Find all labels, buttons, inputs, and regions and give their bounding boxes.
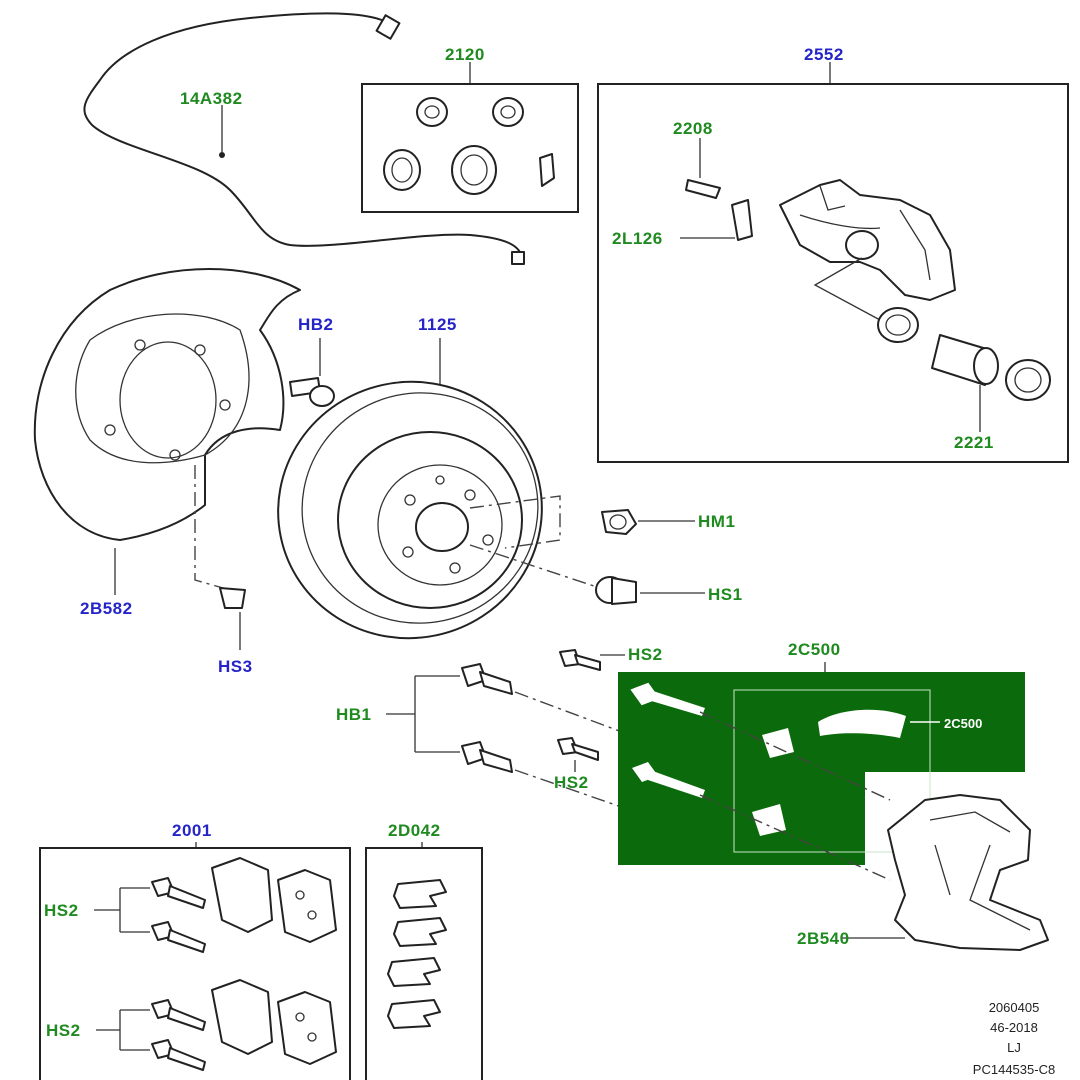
label-2001: 2001 [172, 821, 212, 840]
centerline-hm1 [469, 495, 561, 549]
hb1-bolt-upper[interactable] [461, 663, 513, 695]
label-hb2: HB2 [298, 315, 334, 334]
guide-pin-upper[interactable] [630, 682, 705, 716]
hs2-bolt-top[interactable] [559, 649, 601, 671]
pin-boot-lower[interactable] [752, 804, 786, 836]
leader-hs2-pad-b [96, 1009, 150, 1051]
hb1-bolt-lower[interactable] [461, 741, 513, 773]
shield-bolt[interactable] [289, 377, 335, 407]
label-hs2-top: HS2 [628, 645, 663, 664]
label-hs2-mid: HS2 [554, 773, 589, 792]
centerline-carrier-upper [699, 711, 891, 801]
label-2l126: 2L126 [612, 229, 663, 248]
footer-ref-4: PC144535-C8 [973, 1062, 1055, 1077]
hs2-bolt-mid[interactable] [557, 737, 599, 761]
sensor-wire[interactable] [83, 12, 525, 265]
label-2208: 2208 [673, 119, 713, 138]
centerline-hs1 [469, 544, 601, 589]
guide-pin-lower[interactable] [632, 762, 705, 798]
clip-kit-box [365, 847, 483, 1080]
centerline-hb1-upper [514, 691, 631, 736]
label-hs3: HS3 [218, 657, 253, 676]
hs3-fastener[interactable] [219, 587, 246, 609]
caliper-assembly-box [597, 83, 1069, 463]
pad-clips[interactable] [387, 879, 447, 1029]
splash-shield[interactable] [33, 268, 301, 541]
anti-rattle-spring[interactable] [818, 709, 906, 738]
hm1-nut[interactable] [601, 509, 637, 535]
pad-bolts-upper[interactable] [151, 877, 206, 953]
caliper-carrier[interactable] [887, 794, 1049, 951]
leader-hb1 [386, 675, 460, 753]
label-hm1: HM1 [698, 512, 735, 531]
carrier-kit-highlight[interactable] [618, 672, 1025, 865]
label-14a382: 14A382 [180, 89, 243, 108]
caliper-housing[interactable] [779, 179, 956, 301]
pin-boot-upper[interactable] [762, 728, 794, 758]
label-hs2-pad-a: HS2 [44, 901, 79, 920]
label-2c500: 2C500 [788, 640, 841, 659]
footer-ref-1: 2060405 [989, 1000, 1040, 1015]
centerline-hs3 [194, 465, 231, 591]
footer-ref-2: 46-2018 [990, 1020, 1038, 1035]
centerline-hb1-lower [514, 769, 631, 811]
seal-kit-parts[interactable] [383, 97, 555, 195]
seal-kit-box [361, 83, 579, 213]
label-2120: 2120 [445, 45, 485, 64]
label-hs2-pad-b: HS2 [46, 1021, 81, 1040]
piston-boot[interactable] [1005, 359, 1051, 401]
carrier-kit-inner-box [733, 689, 931, 853]
hs1-screw[interactable] [595, 576, 637, 605]
label-2c500-inner: 2C500 [944, 716, 982, 731]
centerline-carrier-lower [699, 794, 891, 881]
label-2552: 2552 [804, 45, 844, 64]
label-2d042: 2D042 [388, 821, 441, 840]
leader-hs2-pad-a [94, 887, 150, 933]
piston-seal[interactable] [877, 307, 919, 343]
label-2b582: 2B582 [80, 599, 133, 618]
pad-bolts-lower[interactable] [151, 999, 206, 1071]
bleed-cap[interactable] [731, 199, 753, 241]
label-1125: 1125 [418, 315, 457, 334]
bleed-screw[interactable] [685, 179, 721, 199]
caliper-piston[interactable] [931, 334, 999, 386]
brake-pads-upper[interactable] [211, 857, 337, 943]
label-2221: 2221 [954, 433, 994, 452]
footer-ref-3: LJ [1007, 1040, 1021, 1055]
brake-disc[interactable] [254, 357, 565, 662]
label-hs1: HS1 [708, 585, 743, 604]
label-hb1: HB1 [336, 705, 372, 724]
brake-pads-lower[interactable] [211, 979, 337, 1065]
pad-kit-box [39, 847, 351, 1080]
label-2b540: 2B540 [797, 929, 850, 948]
